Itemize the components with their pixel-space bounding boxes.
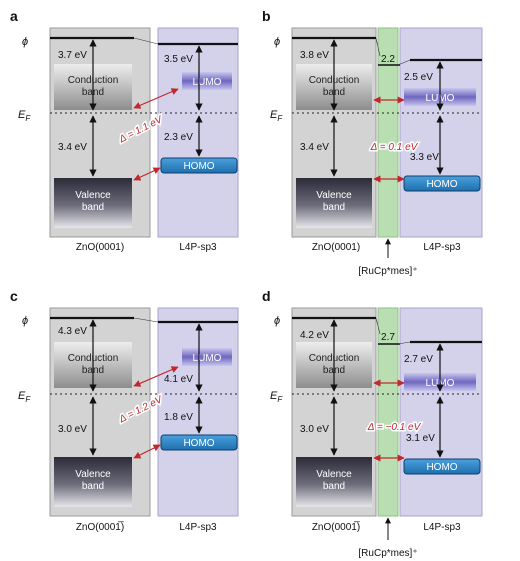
ruthenium-label: [RuCp*mes]⁺: [358, 548, 417, 559]
valence-band: [296, 457, 372, 507]
zno-surface-label: ZnO(0001̅): [312, 521, 360, 533]
vacuum-connector: [133, 317, 159, 323]
fermi-label: EF: [270, 109, 283, 123]
lumo-band: [182, 72, 232, 90]
molecule-homo-value: 2.3 eV: [164, 132, 193, 143]
phi-label: ϕ: [22, 315, 28, 327]
delta-arrow-vb: [133, 167, 161, 181]
zno-surface-label: ZnO(0001): [312, 242, 360, 253]
homo-band: [403, 458, 481, 475]
homo-label: HOMO: [426, 179, 457, 190]
vacuum-connector: [397, 59, 411, 66]
valence-band: [54, 178, 132, 228]
delta-arrow-cb: [133, 366, 179, 387]
molecule-homo-value: 3.1 eV: [406, 433, 435, 444]
zno-workfunction-value: 4.3 eV: [58, 326, 87, 337]
molecule-homo-value: 3.3 eV: [410, 152, 439, 163]
molecule-label: L4P-sp3: [179, 522, 217, 533]
delta-value: Δ = −0.1 eV: [367, 422, 422, 433]
vacuum-connector: [397, 341, 411, 345]
panel-letter: a: [10, 8, 18, 24]
zno-workfunction-value: 4.2 eV: [300, 330, 329, 341]
homo-band: [160, 434, 238, 451]
zno-workfunction-value: 3.7 eV: [58, 50, 87, 61]
ruthenium-label: [RuCp*mes]⁺: [358, 266, 417, 277]
ruthenium-layer: [377, 27, 399, 238]
homo-label: HOMO: [426, 462, 457, 473]
phi-label: ϕ: [22, 36, 28, 48]
ruthenium-layer: [377, 307, 399, 517]
molecule-region: [399, 307, 483, 517]
molecule-label: L4P-sp3: [423, 522, 461, 533]
homo-band: [403, 175, 481, 192]
ruthenium-step-value: 2.2: [381, 54, 395, 65]
molecule-label: L4P-sp3: [423, 242, 461, 253]
vacuum-connector: [375, 37, 381, 57]
homo-band: [160, 157, 238, 174]
zno-gap-value: 3.4 eV: [300, 142, 329, 153]
zno-surface-label: ZnO(0001): [76, 242, 124, 253]
molecule-homo-value: 1.8 eV: [164, 412, 193, 423]
zno-gap-value: 3.0 eV: [300, 424, 329, 435]
vacuum-connector: [375, 317, 381, 335]
lumo-label: LUMO: [193, 77, 222, 88]
phi-label: ϕ: [274, 315, 280, 327]
molecule-lumo-value: 2.7 eV: [404, 354, 433, 365]
zno-gap-value: 3.4 eV: [58, 142, 87, 153]
molecule-lumo-value: 3.5 eV: [164, 54, 193, 65]
zno-gap-value: 3.0 eV: [58, 424, 87, 435]
delta-value: Δ = 0.1 eV: [370, 142, 419, 153]
molecule-lumo-value: 4.1 eV: [164, 374, 193, 385]
lumo-band: [182, 348, 232, 366]
delta-arrow-cb: [133, 88, 179, 109]
vacuum-connector: [133, 37, 159, 45]
homo-label: HOMO: [183, 438, 214, 449]
fermi-label: EF: [18, 390, 31, 404]
panel-letter: c: [10, 288, 18, 304]
homo-label: HOMO: [183, 161, 214, 172]
molecule-lumo-value: 2.5 eV: [404, 72, 433, 83]
valence-band: [54, 457, 132, 507]
fermi-label: EF: [18, 109, 31, 123]
panel-letter: d: [262, 288, 271, 304]
phi-label: ϕ: [274, 36, 280, 48]
valence-band: [296, 178, 372, 228]
delta-arrow-vb: [133, 444, 161, 459]
panel-letter: b: [262, 8, 271, 24]
fermi-label: EF: [270, 390, 283, 404]
lumo-label: LUMO: [193, 353, 222, 364]
ruthenium-step-value: 2.7: [381, 332, 395, 343]
zno-surface-label: ZnO(0001̅): [76, 521, 124, 533]
zno-workfunction-value: 3.8 eV: [300, 50, 329, 61]
molecule-label: L4P-sp3: [179, 242, 217, 253]
